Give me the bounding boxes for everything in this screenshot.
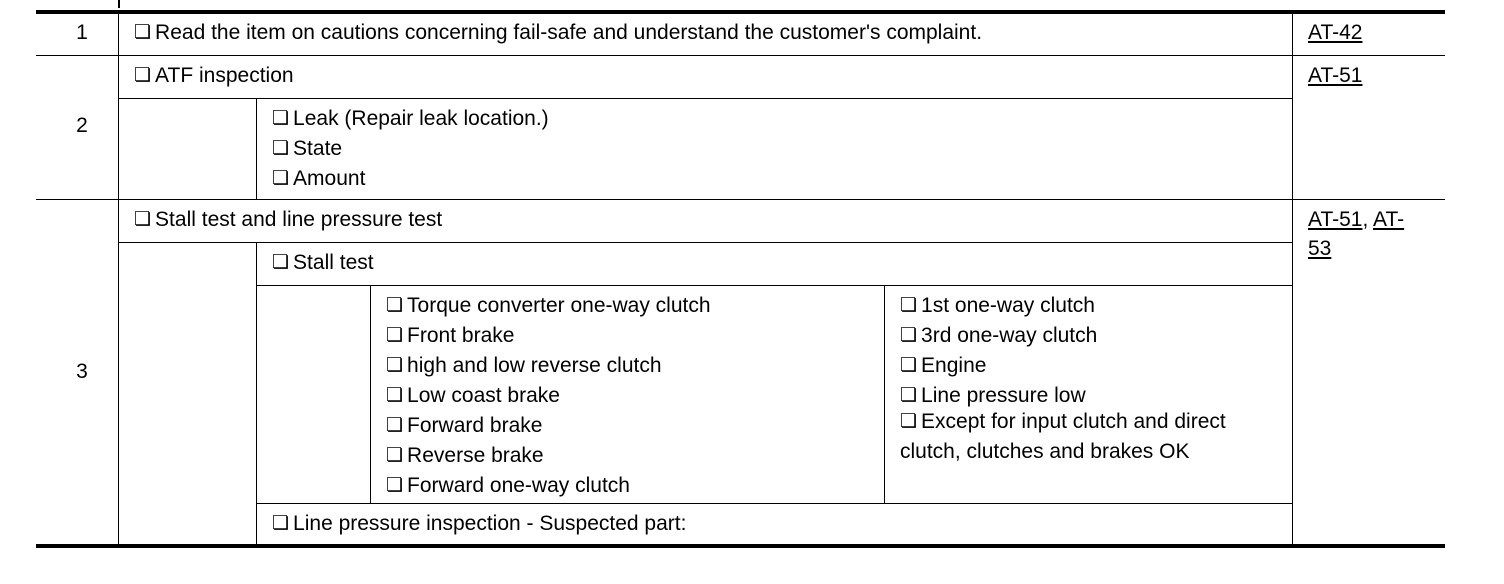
stall-test-left-list: ❏Torque converter one-way clutch ❏Front … xyxy=(386,291,711,501)
table-top-border xyxy=(36,10,1445,14)
list-item[interactable]: ❏Front brake xyxy=(386,321,711,351)
row3-heading-rule xyxy=(118,242,1293,243)
row3-reference[interactable]: AT-51, AT-53 xyxy=(1308,208,1405,260)
checkbox-icon[interactable]: ❏ xyxy=(900,385,918,406)
checkbox-icon[interactable]: ❏ xyxy=(272,168,290,189)
row-number-1: 1 xyxy=(76,21,88,44)
list-item[interactable]: ❏3rd one-way clutch xyxy=(900,321,1097,351)
list-item[interactable]: ❏Low coast brake xyxy=(386,381,711,411)
checkbox-icon[interactable]: ❏ xyxy=(272,252,290,273)
atf-inspection-label: ATF inspection xyxy=(155,64,294,87)
row2-bottom-rule xyxy=(36,199,1445,200)
list-item[interactable]: ❏Torque converter one-way clutch xyxy=(386,291,711,321)
list-item[interactable]: ❏high and low reverse clutch xyxy=(386,351,711,381)
checkbox-icon[interactable]: ❏ xyxy=(134,65,152,86)
checkbox-icon[interactable]: ❏ xyxy=(900,295,918,316)
ref-link-at-53-continued[interactable]: 53 xyxy=(1308,237,1332,260)
row3-indent-rule xyxy=(256,242,257,546)
checkbox-icon[interactable]: ❏ xyxy=(386,325,404,346)
ref-link-at-42[interactable]: AT-42 xyxy=(1308,21,1363,44)
stall-test-rule xyxy=(256,285,1293,286)
checkbox-icon[interactable]: ❏ xyxy=(386,475,404,496)
row-number-3: 3 xyxy=(76,360,88,383)
list-item[interactable]: ❏Forward brake xyxy=(386,411,711,441)
checkbox-icon[interactable]: ❏ xyxy=(386,295,404,316)
list-item[interactable]: ❏Forward one-way clutch xyxy=(386,471,711,501)
row-number-2: 2 xyxy=(76,114,88,137)
stall-test-label: Stall test xyxy=(293,251,374,274)
row1-reference[interactable]: AT-42 xyxy=(1308,18,1362,47)
checkbox-icon[interactable]: ❏ xyxy=(386,445,404,466)
list-item[interactable]: ❏1st one-way clutch xyxy=(900,291,1097,321)
row1-item[interactable]: ❏Read the item on cautions concerning fa… xyxy=(134,18,982,48)
list-item[interactable]: ❏State xyxy=(272,134,549,164)
row1-bottom-rule xyxy=(36,55,1445,56)
stall-test-item[interactable]: ❏Stall test xyxy=(272,248,374,278)
list-item[interactable]: ❏Engine xyxy=(900,351,1097,381)
checkbox-icon[interactable]: ❏ xyxy=(272,108,290,129)
checkbox-icon[interactable]: ❏ xyxy=(272,138,290,159)
list-item[interactable]: ❏Leak (Repair leak location.) xyxy=(272,104,549,134)
ref-link-at-51[interactable]: AT-51 xyxy=(1308,64,1363,87)
row2-indent-rule xyxy=(256,98,257,199)
stall-indent-rule xyxy=(370,285,371,503)
atf-inspection-list: ❏Leak (Repair leak location.) ❏State ❏Am… xyxy=(272,104,549,194)
stall-items-bottom-rule xyxy=(256,503,1293,504)
row1-text: Read the item on cautions concerning fai… xyxy=(155,21,983,44)
checkbox-icon[interactable]: ❏ xyxy=(900,411,918,432)
line-pressure-inspection-item[interactable]: ❏Line pressure inspection - Suspected pa… xyxy=(272,509,686,539)
checkbox-icon[interactable]: ❏ xyxy=(386,385,404,406)
checkbox-icon[interactable]: ❏ xyxy=(272,513,290,534)
checkbox-icon[interactable]: ❏ xyxy=(900,355,918,376)
clutches-brakes-ok-label: Except for input clutch and direct clutc… xyxy=(900,410,1226,463)
clutches-brakes-ok-item[interactable]: ❏Except for input clutch and direct clut… xyxy=(900,407,1282,466)
list-item[interactable]: ❏Line pressure low xyxy=(900,381,1097,411)
stall-and-line-pressure-item[interactable]: ❏Stall test and line pressure test xyxy=(134,205,442,235)
atf-inspection-item[interactable]: ❏ATF inspection xyxy=(134,61,294,91)
ref-link-at-53[interactable]: AT- xyxy=(1373,208,1405,231)
line-pressure-inspection-label: Line pressure inspection - Suspected par… xyxy=(293,512,687,535)
checkbox-icon[interactable]: ❏ xyxy=(900,325,918,346)
stall-test-right-list: ❏1st one-way clutch ❏3rd one-way clutch … xyxy=(900,291,1097,411)
reference-column-rule xyxy=(1292,12,1293,546)
checkbox-icon[interactable]: ❏ xyxy=(134,209,152,230)
row2-heading-rule xyxy=(118,98,1293,99)
checkbox-icon[interactable]: ❏ xyxy=(134,22,152,43)
number-column-rule xyxy=(118,12,119,546)
stall-and-line-pressure-label: Stall test and line pressure test xyxy=(155,208,443,231)
top-stub-line xyxy=(118,0,120,8)
list-item[interactable]: ❏Amount xyxy=(272,164,549,194)
ref-link-at-51[interactable]: AT-51 xyxy=(1308,208,1363,231)
stall-column-divider xyxy=(884,285,885,503)
row2-reference[interactable]: AT-51 xyxy=(1308,61,1362,90)
checkbox-icon[interactable]: ❏ xyxy=(386,415,404,436)
list-item[interactable]: ❏Reverse brake xyxy=(386,441,711,471)
checkbox-icon[interactable]: ❏ xyxy=(386,355,404,376)
table-bottom-border xyxy=(36,544,1445,548)
